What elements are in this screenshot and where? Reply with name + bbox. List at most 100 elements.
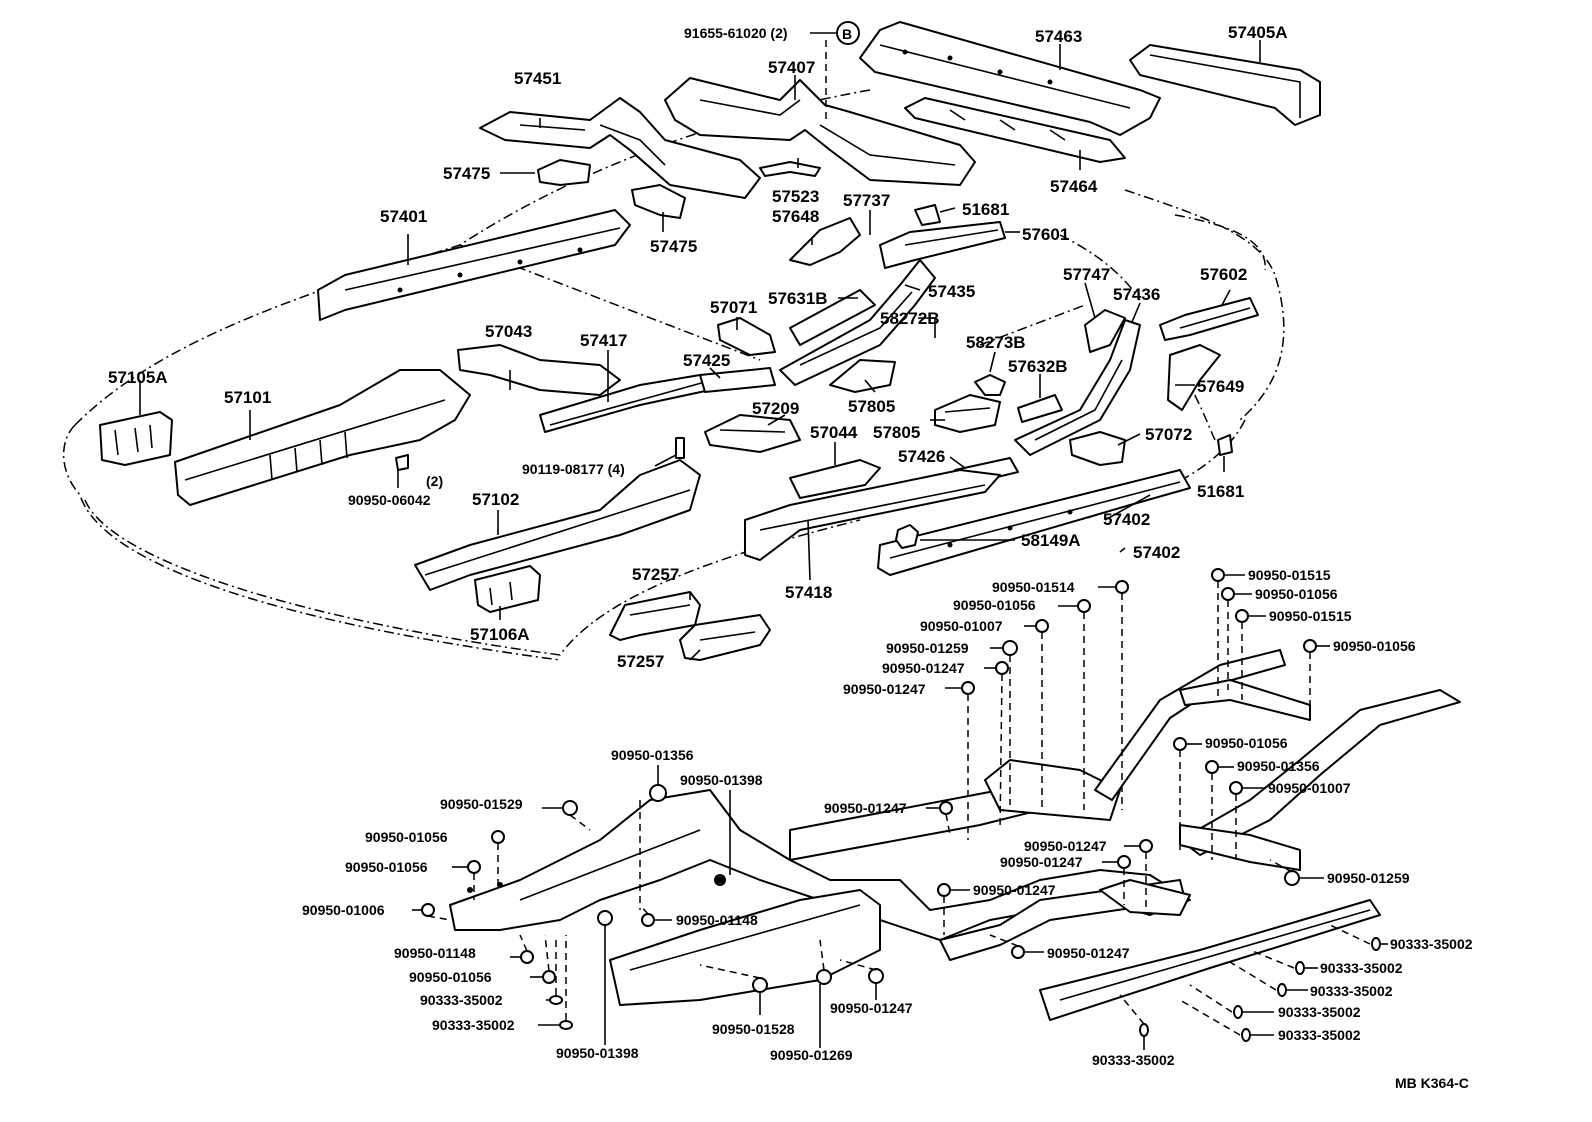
crossmember-57451 <box>479 97 761 199</box>
ref-b-letter: B <box>842 26 852 42</box>
label-57044: 57044 <box>810 423 858 442</box>
label-57451: 57451 <box>514 69 561 88</box>
label-90950-01269: 90950-01269 <box>770 1047 853 1063</box>
bracket-57648 <box>789 217 861 266</box>
bracket-57649 <box>1167 344 1221 411</box>
panel-57405A <box>1129 44 1321 126</box>
label-90950-01056-a: 90950-01056 <box>1255 586 1338 602</box>
label-57649: 57649 <box>1197 377 1244 396</box>
label-57523: 57523 <box>772 187 819 206</box>
label-90950-01247-b: 90950-01247 <box>843 681 926 697</box>
label-57747: 57747 <box>1063 265 1110 284</box>
panel-57105A <box>99 411 173 466</box>
label-57257-b: 57257 <box>617 652 664 671</box>
rocker-57402 <box>877 469 1191 576</box>
label-90950-01398-b: 90950-01398 <box>556 1045 639 1061</box>
label-90950-01247-a: 90950-01247 <box>882 660 965 676</box>
panel-57257-lower <box>679 614 771 661</box>
label-57402-a: 57402 <box>1103 510 1150 529</box>
bracket-57475-right <box>631 184 686 219</box>
label-90950-01529: 90950-01529 <box>440 796 523 812</box>
label-90950-01528: 90950-01528 <box>712 1021 795 1037</box>
label-90950-01247-e: 90950-01247 <box>1000 854 1083 870</box>
crossmember-57407 <box>664 77 976 186</box>
label-57463: 57463 <box>1035 27 1082 46</box>
label-90333-35002-b: 90333-35002 <box>1320 960 1403 976</box>
label-57402-b: 57402 <box>1133 543 1180 562</box>
leader-lines <box>139 32 1261 661</box>
b-ref-marker <box>825 21 860 120</box>
label-57426: 57426 <box>898 447 945 466</box>
panel-57805 <box>934 394 1001 433</box>
label-90950-01006: 90950-01006 <box>302 902 385 918</box>
label-57436: 57436 <box>1113 285 1160 304</box>
bracket-57475-left <box>537 159 591 186</box>
label-57805-b: 57805 <box>873 423 920 442</box>
label-90950-01056-g: 90950-01056 <box>409 969 492 985</box>
fastener-plugs <box>412 568 1388 1050</box>
label-90950-01007-a: 90950-01007 <box>920 618 1003 634</box>
label-57475-a: 57475 <box>443 164 490 183</box>
label-qty-2: (2) <box>426 473 443 489</box>
label-58272B: 58272B <box>880 309 940 328</box>
label-90333-35002-c: 90333-35002 <box>1310 983 1393 999</box>
label-90333-35002-g: 90333-35002 <box>1278 1027 1361 1043</box>
panel-57209 <box>704 414 801 453</box>
label-57631B: 57631B <box>768 289 828 308</box>
label-90950-01007-b: 90950-01007 <box>1268 780 1351 796</box>
labels: 91655-61020 (2) B 57463 57405A 57451 574… <box>108 23 1473 1091</box>
label-57072: 57072 <box>1145 425 1192 444</box>
label-90333-35002-f: 90333-35002 <box>432 1017 515 1033</box>
label-90950-01247-c: 90950-01247 <box>824 800 907 816</box>
label-51681-b: 51681 <box>1197 482 1244 501</box>
panel-57106A <box>474 565 541 613</box>
tunnel-57436 <box>1014 319 1141 456</box>
label-90333-35002-d: 90333-35002 <box>420 992 503 1008</box>
label-90950-01148-a: 90950-01148 <box>676 912 758 928</box>
bracket-51681-top <box>914 204 941 226</box>
plug-90950-06042 <box>395 454 409 471</box>
label-90950-01056-d: 90950-01056 <box>1205 735 1288 751</box>
label-57602: 57602 <box>1200 265 1247 284</box>
rail-57631B <box>789 289 876 346</box>
label-90950-01247-g: 90950-01247 <box>1047 945 1130 961</box>
rail-57632B <box>1017 394 1063 423</box>
label-57475-b: 57475 <box>650 237 697 256</box>
panel-57043 <box>457 344 621 396</box>
bracket-58273B <box>974 374 1006 396</box>
panel-57257-upper <box>609 591 701 641</box>
bracket-51681-bottom <box>1217 434 1233 456</box>
label-57648: 57648 <box>772 207 819 226</box>
label-90950-01247-d: 90950-01247 <box>1024 838 1107 854</box>
label-57417: 57417 <box>580 331 627 350</box>
label-57101: 57101 <box>224 388 271 407</box>
label-57418: 57418 <box>785 583 832 602</box>
rail-57401 <box>317 209 631 321</box>
rail-57425 <box>699 367 776 393</box>
rail-57044 <box>789 459 881 499</box>
label-90950-01356-b: 90950-01356 <box>1237 758 1320 774</box>
label-90950-01148-b: 90950-01148 <box>394 945 476 961</box>
label-90950-01056-e: 90950-01056 <box>365 829 448 845</box>
tunnel-57435 <box>779 259 936 386</box>
label-51681-a: 51681 <box>962 200 1009 219</box>
member-57102 <box>414 459 701 591</box>
label-90950-01259-a: 90950-01259 <box>886 640 969 656</box>
label-57805-a: 57805 <box>848 397 895 416</box>
label-57601: 57601 <box>1022 225 1069 244</box>
label-57407: 57407 <box>768 58 815 77</box>
panel-57464 <box>904 97 1126 163</box>
label-90119-08177: 90119-08177 (4) <box>522 461 625 477</box>
member-57101 <box>174 369 471 506</box>
label-57425: 57425 <box>683 351 730 370</box>
label-90950-01056-c: 90950-01056 <box>1333 638 1416 654</box>
label-90333-35002-e: 90333-35002 <box>1278 1004 1361 1020</box>
label-57105A: 57105A <box>108 368 168 387</box>
label-57435: 57435 <box>928 282 975 301</box>
label-58273B: 58273B <box>966 333 1026 352</box>
label-90333-35002-h: 90333-35002 <box>1092 1052 1175 1068</box>
label-57401: 57401 <box>380 207 427 226</box>
underbody-view <box>449 649 1461 1021</box>
label-57632B: 57632B <box>1008 357 1068 376</box>
